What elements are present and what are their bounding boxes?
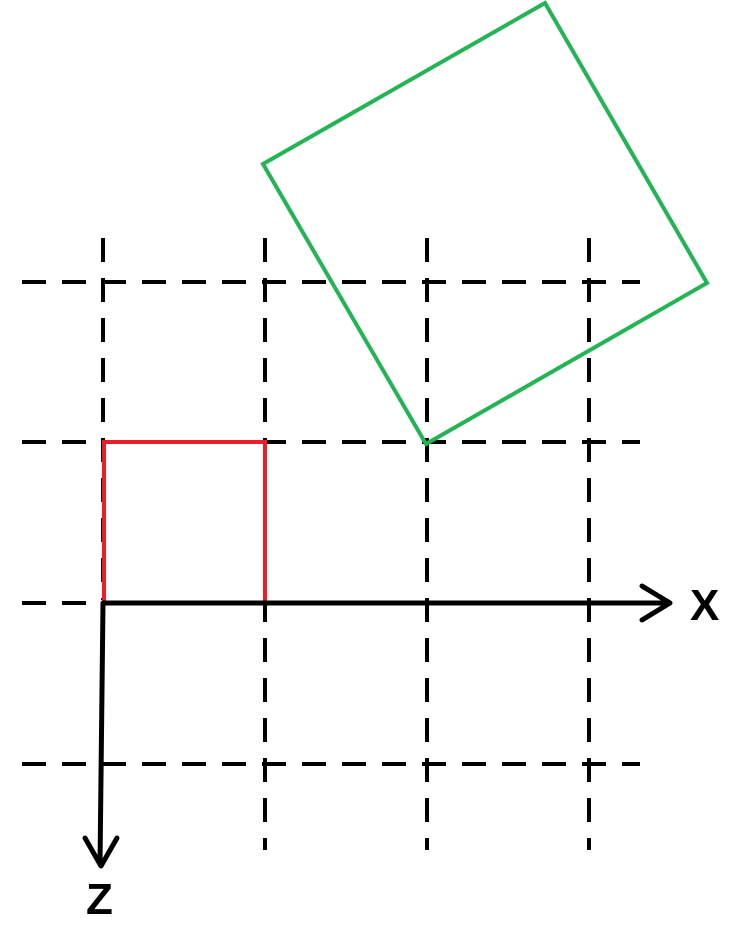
z-axis-label: Z [86,875,113,924]
x-axis-arrow-icon [639,583,673,623]
green-rotated-square [260,0,710,447]
z-axis-arrow-icon [82,835,120,869]
z-axis-line [97,600,106,867]
grid-vertical-lines [101,238,591,850]
red-square [102,440,267,605]
x-axis-label: X [690,581,719,630]
x-axis: X [101,581,719,630]
z-axis: Z [82,600,120,924]
grid-horizontal-lines [22,280,640,766]
